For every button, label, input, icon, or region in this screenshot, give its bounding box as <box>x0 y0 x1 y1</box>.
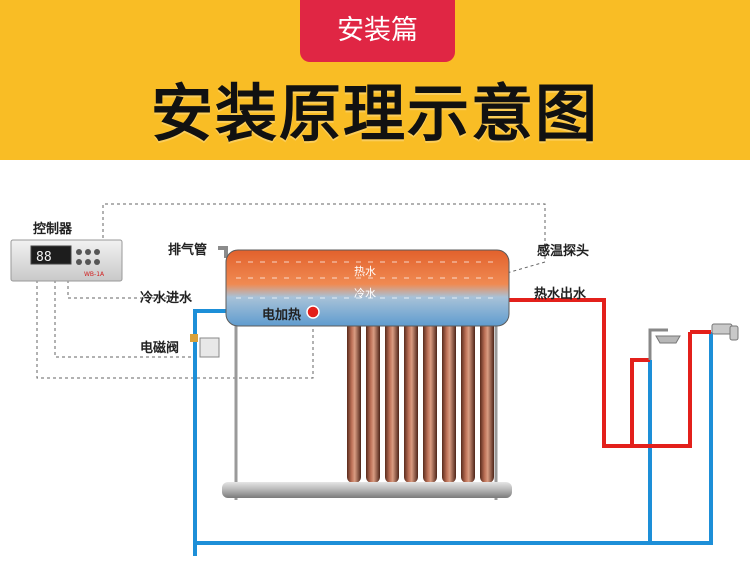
frame <box>234 325 498 500</box>
shower-head-icon <box>648 328 681 360</box>
label-cold-inlet: 冷水进水 <box>140 291 193 306</box>
section-tag: 安装篇 <box>300 0 455 62</box>
label-electric-heat: 电加热 <box>262 308 302 323</box>
cold-pipes <box>193 309 713 556</box>
solenoid-valve-icon <box>190 334 220 358</box>
water-flow-lines <box>236 261 500 299</box>
vent-pipe <box>218 246 228 258</box>
label-solenoid-valve: 电磁阀 <box>140 341 180 356</box>
label-hot-water: 热水 <box>354 265 376 278</box>
control-wires <box>36 203 546 379</box>
electric-heater-dot <box>306 305 320 319</box>
diagram-title: 安装原理示意图 <box>150 77 599 150</box>
controller-model-label: WB-1A <box>84 271 105 278</box>
label-temp-probe: 感温探头 <box>537 244 590 259</box>
controller-box <box>10 239 123 282</box>
label-cold-water: 冷水 <box>354 287 376 300</box>
hot-pipes <box>505 298 711 448</box>
bottom-rail <box>222 482 512 498</box>
faucet-icon <box>711 323 739 341</box>
water-tank <box>225 249 510 327</box>
label-vent-pipe: 排气管 <box>168 243 208 258</box>
label-controller: 控制器 <box>33 222 73 237</box>
controller-display-digits: 88 <box>36 250 52 265</box>
vacuum-tubes <box>347 306 494 483</box>
label-hot-outlet: 热水出水 <box>534 287 587 302</box>
